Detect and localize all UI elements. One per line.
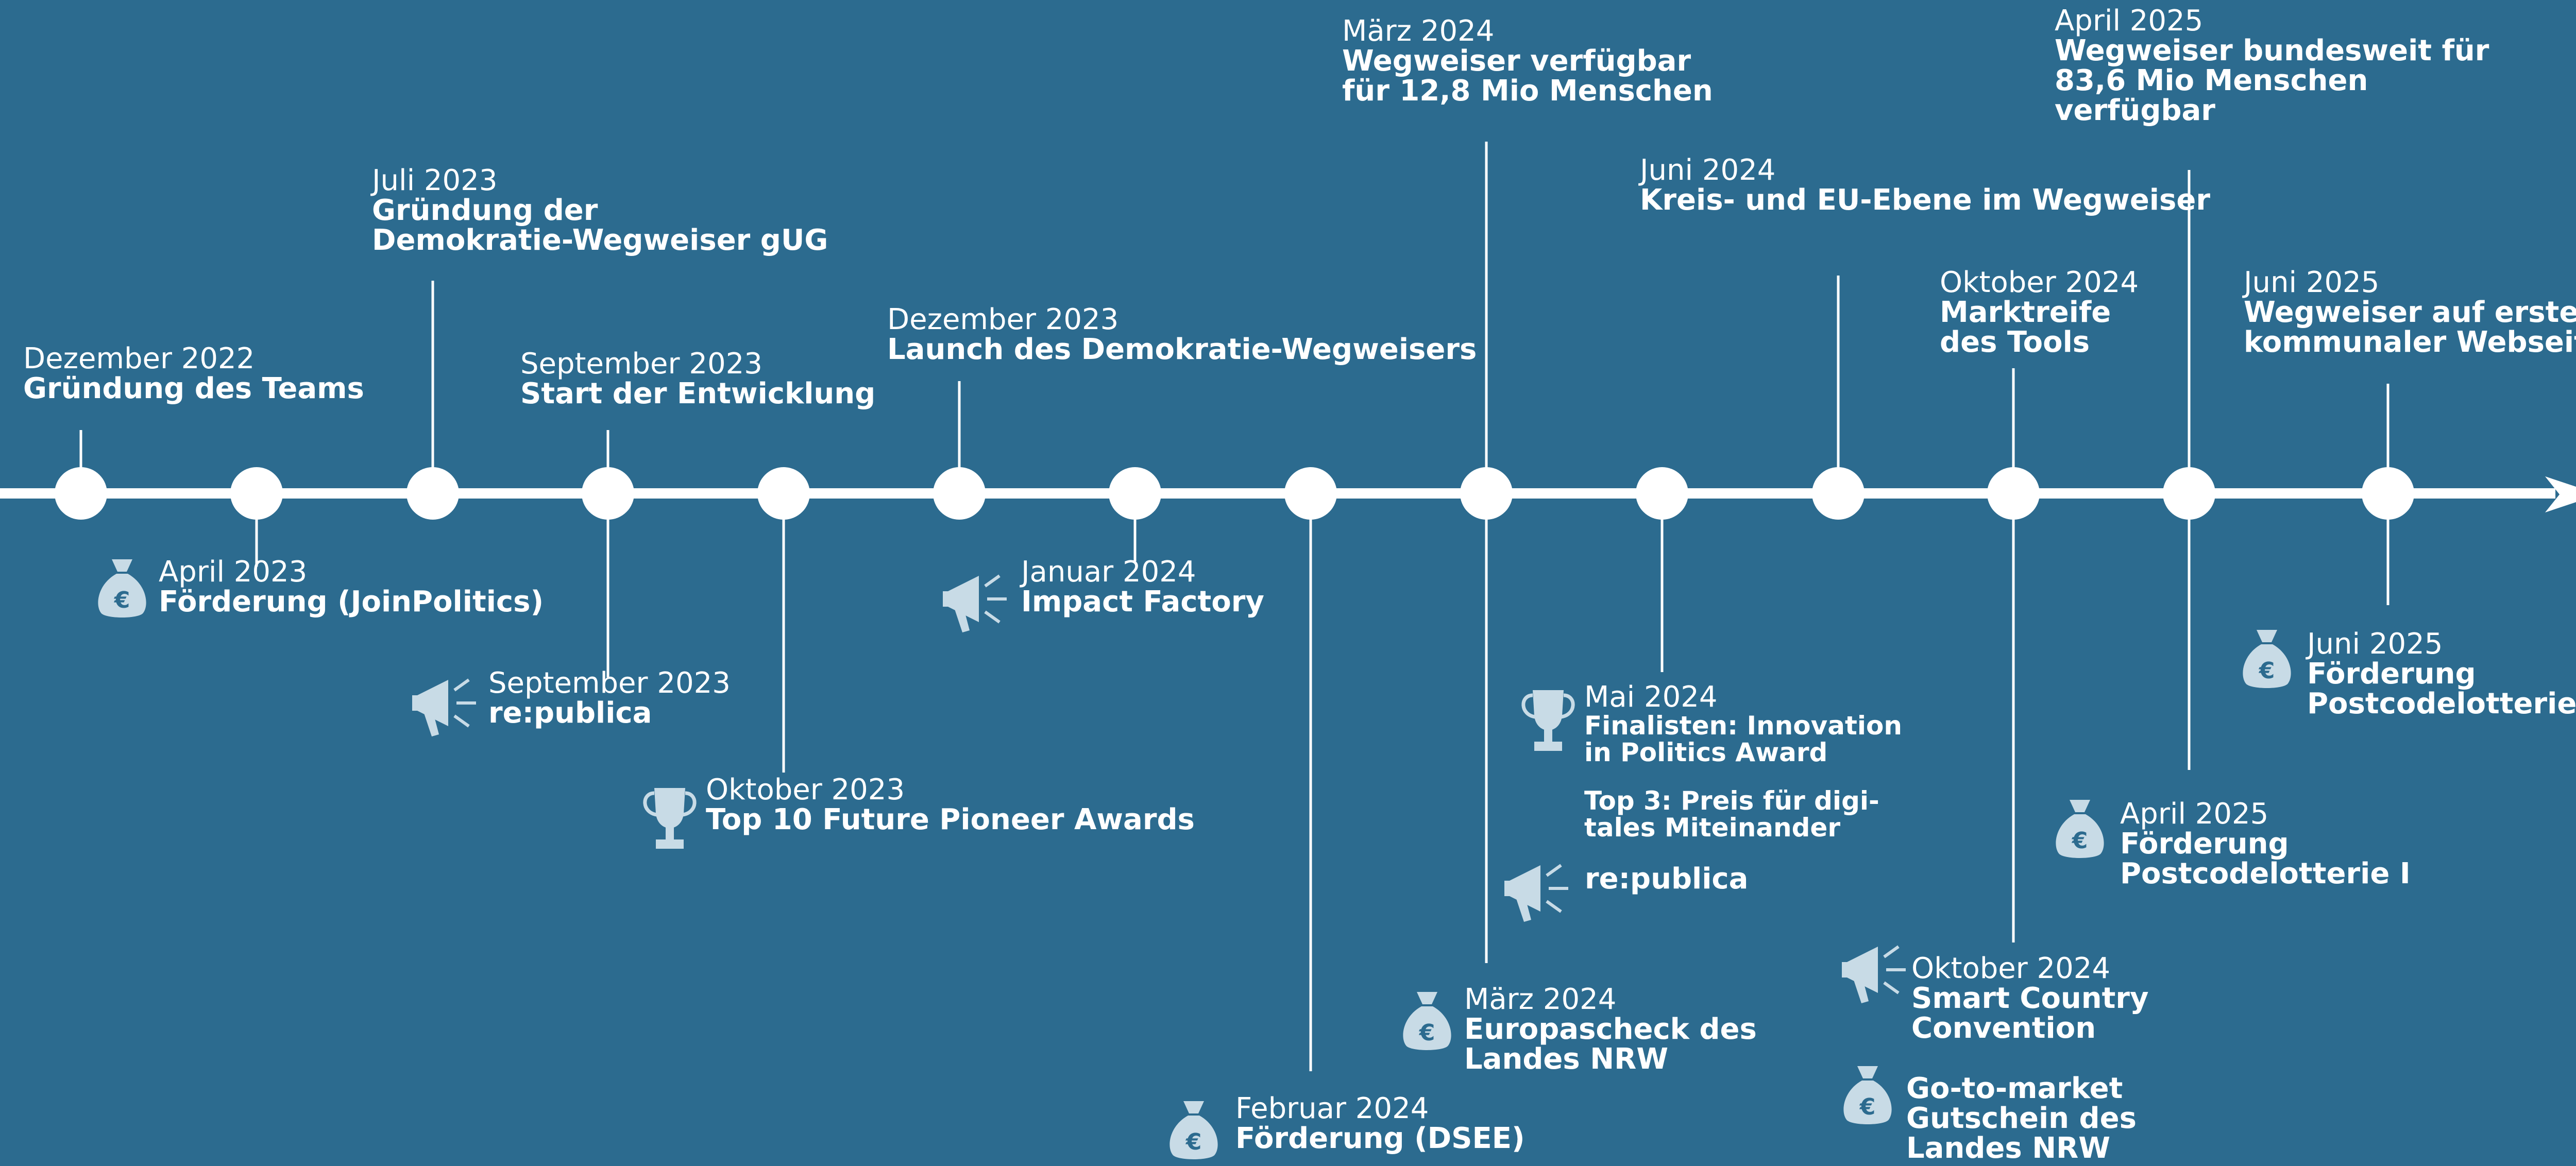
money-bag-icon: € — [1839, 1062, 1896, 1131]
event-title: Förderung (JoinPolitics) — [159, 585, 544, 619]
event-title: Top 10 Future Pioneer Awards — [706, 803, 1195, 836]
trophy-icon — [641, 783, 698, 857]
event-title: Finalisten: Innovation in Politics Award — [1584, 711, 1902, 767]
timeline-node — [757, 467, 810, 520]
money-bag-icon: € — [1165, 1097, 1222, 1166]
milestone-title: Gründung des Teams — [23, 372, 364, 405]
event-below: Go-to-market Gutschein des Landes NRW — [1906, 1074, 2137, 1163]
event-title: re:publica — [1585, 862, 1749, 896]
timeline-node — [2362, 467, 2414, 520]
money-bag-icon: € — [1399, 988, 1455, 1057]
money-bag-icon: € — [94, 555, 150, 624]
event-title-secondary: Go-to-market Gutschein des Landes NRW — [1906, 1072, 2137, 1165]
milestone-title: Wegweiser bundesweit für 83,6 Mio Mensch… — [2055, 34, 2489, 127]
milestone-title: Marktreife des Tools — [1940, 296, 2111, 359]
trophy-icon — [1520, 685, 1577, 759]
timeline-node — [2163, 467, 2215, 520]
timeline-node — [1636, 467, 1688, 520]
milestone-title: Wegweiser auf erster kommunaler Webseite — [2244, 296, 2576, 359]
event-title: re:publica — [488, 696, 652, 730]
event-title: Europascheck des Landes NRW — [1464, 1013, 1757, 1076]
timeline-node — [933, 467, 986, 520]
milestone-title: Wegweiser verfügbar für 12,8 Mio Mensche… — [1342, 44, 1713, 108]
timeline-node — [406, 467, 459, 520]
event-date: März 2024 — [1464, 983, 1617, 1016]
event-below: April 2025 Förderung Postcodelotterie I — [2120, 799, 2411, 889]
milestone-date: Dezember 2023 — [887, 303, 1119, 336]
timeline-node — [55, 467, 107, 520]
megaphone-icon — [1504, 855, 1571, 929]
milestone-above: April 2025 Wegweiser bundesweit für 83,6… — [2055, 6, 2489, 126]
svg-text:€: € — [2072, 828, 2088, 854]
event-below: re:publica — [1585, 864, 1748, 894]
milestone-title: Launch des Demokratie-Wegweisers — [887, 333, 1477, 366]
timeline-node — [1987, 467, 2040, 520]
event-date: September 2023 — [488, 666, 731, 700]
event-below: März 2024 Europascheck des Landes NRW — [1464, 985, 1757, 1074]
event-title: Förderung Postcodelotterie II — [2307, 657, 2576, 721]
event-date: April 2025 — [2120, 797, 2269, 831]
megaphone-icon — [412, 670, 479, 744]
timeline-node — [582, 467, 634, 520]
milestone-above: Dezember 2023 Launch des Demokratie-Wegw… — [887, 305, 1477, 365]
timeline-node — [1812, 467, 1865, 520]
milestone-above: Dezember 2022 Gründung des Teams — [23, 344, 364, 404]
milestone-title: Gründung der Demokratie-Wegweiser gUG — [372, 194, 828, 257]
milestone-above: Juni 2025 Wegweiser auf erster kommunale… — [2244, 268, 2576, 357]
event-below: Februar 2024 Förderung (DSEE) — [1235, 1094, 1525, 1154]
event-below: September 2023 re:publica — [488, 668, 731, 728]
milestone-above: Juni 2024 Kreis- und EU-Ebene im Wegweis… — [1640, 156, 2210, 215]
event-below: Oktober 2023 Top 10 Future Pioneer Award… — [706, 775, 1195, 835]
timeline-node — [1284, 467, 1337, 520]
timeline-node — [230, 467, 283, 520]
timeline-arrowhead — [2545, 476, 2576, 512]
svg-text:€: € — [1419, 1020, 1435, 1046]
event-title: Impact Factory — [1021, 585, 1264, 619]
svg-text:€: € — [1859, 1094, 1876, 1120]
event-below: April 2023 Förderung (JoinPolitics) — [159, 557, 544, 617]
milestone-date: Juli 2023 — [372, 164, 498, 197]
event-title: Förderung Postcodelotterie I — [2120, 827, 2411, 890]
event-date: Juni 2025 — [2307, 627, 2443, 661]
event-date: Oktober 2024 — [1911, 952, 2111, 985]
milestone-date: April 2025 — [2055, 4, 2204, 38]
milestone-date: Juni 2025 — [2244, 266, 2380, 299]
milestone-date: September 2023 — [520, 347, 762, 381]
svg-text:€: € — [2259, 658, 2275, 684]
milestone-above: Juli 2023 Gründung der Demokratie-Wegwei… — [372, 166, 828, 255]
event-below: Oktober 2024 Smart Country Convention — [1911, 954, 2149, 1043]
milestone-date: März 2024 — [1342, 14, 1495, 48]
milestone-title: Kreis- und EU-Ebene im Wegweiser — [1640, 183, 2210, 217]
event-date: Mai 2024 — [1584, 680, 1718, 714]
timeline-node — [1460, 467, 1513, 520]
money-bag-icon: € — [2239, 626, 2295, 695]
milestone-date: Oktober 2024 — [1940, 266, 2139, 299]
money-bag-icon: € — [2052, 796, 2108, 865]
event-title: Förderung (DSEE) — [1235, 1122, 1525, 1155]
event-below: Juni 2025 Förderung Postcodelotterie II — [2307, 629, 2576, 719]
megaphone-icon — [943, 565, 1010, 640]
milestone-date: Juni 2024 — [1640, 153, 1776, 187]
milestone-title: Start der Entwicklung — [520, 377, 876, 410]
event-date: Oktober 2023 — [706, 773, 905, 807]
svg-text:€: € — [114, 587, 130, 613]
event-title-secondary: Top 3: Preis für digi- tales Miteinander — [1584, 786, 1879, 843]
event-below: Januar 2024 Impact Factory — [1021, 557, 1264, 617]
event-title: Smart Country Convention — [1911, 982, 2149, 1045]
timeline-node — [1109, 467, 1161, 520]
event-date: April 2023 — [159, 555, 308, 589]
event-below: Mai 2024 Finalisten: Innovation in Polit… — [1584, 680, 1902, 843]
megaphone-icon — [1842, 936, 1909, 1010]
milestone-above: September 2023 Start der Entwicklung — [520, 349, 875, 409]
milestone-date: Dezember 2022 — [23, 342, 255, 375]
event-date: Februar 2024 — [1235, 1092, 1429, 1125]
event-date: Januar 2024 — [1021, 555, 1196, 589]
milestone-above: Oktober 2024 Marktreife des Tools — [1940, 268, 2139, 357]
svg-text:€: € — [1185, 1129, 1202, 1155]
milestone-above: März 2024 Wegweiser verfügbar für 12,8 M… — [1342, 16, 1713, 106]
